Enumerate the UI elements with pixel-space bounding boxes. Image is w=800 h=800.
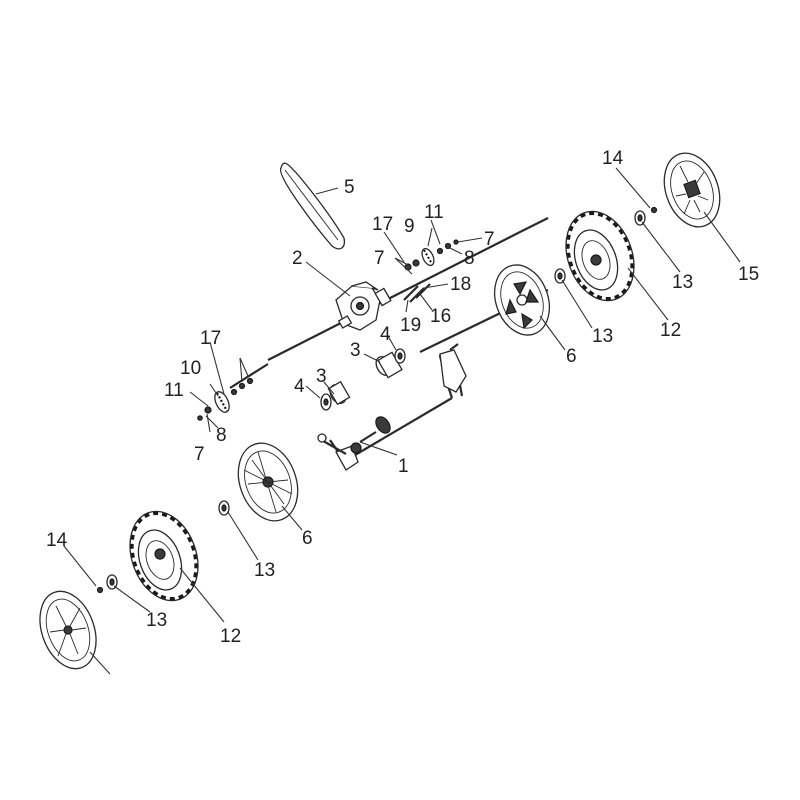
tyre-right bbox=[565, 210, 635, 302]
hub-plate-left bbox=[237, 442, 299, 522]
leader-lines bbox=[63, 167, 741, 675]
callout-5: 5 bbox=[344, 177, 355, 198]
gear-set-right bbox=[404, 239, 459, 271]
callout-2: 2 bbox=[292, 248, 303, 269]
callout-9: 9 bbox=[404, 216, 415, 237]
callout-labels: 1 2 3 3 4 4 5 6 6 7 7 7 8 8 9 10 11 11 1… bbox=[46, 148, 759, 647]
callout-7-upper: 7 bbox=[374, 248, 385, 269]
callout-14-right: 14 bbox=[602, 148, 624, 169]
callout-17-left: 17 bbox=[200, 328, 221, 349]
callout-7-right: 7 bbox=[484, 229, 495, 250]
callout-15: 15 bbox=[738, 264, 759, 285]
bearings bbox=[106, 210, 646, 590]
callout-7-left: 7 bbox=[194, 444, 205, 465]
callout-12-left: 12 bbox=[220, 626, 241, 647]
bushings bbox=[320, 348, 406, 411]
callout-11-right: 11 bbox=[424, 202, 444, 223]
callout-4-right: 4 bbox=[380, 324, 391, 345]
shaft-pins bbox=[403, 283, 431, 303]
callout-3-right: 3 bbox=[350, 340, 361, 361]
callout-18: 18 bbox=[450, 274, 471, 295]
callout-6-right: 6 bbox=[566, 346, 577, 367]
callout-3-left: 3 bbox=[316, 366, 327, 387]
callout-19: 19 bbox=[400, 315, 421, 336]
circlips bbox=[96, 206, 658, 594]
callout-11-left: 11 bbox=[164, 380, 184, 401]
callout-16: 16 bbox=[430, 306, 451, 327]
gearbox bbox=[335, 281, 392, 331]
callout-8-right: 8 bbox=[464, 248, 475, 269]
tyre-left bbox=[129, 510, 199, 602]
gear-set-left bbox=[197, 377, 254, 421]
callout-13-right-outer: 13 bbox=[672, 272, 693, 293]
callout-13-right-inner: 13 bbox=[592, 326, 613, 347]
rear-axle bbox=[317, 343, 467, 471]
callout-12-right: 12 bbox=[660, 320, 681, 341]
drive-belt bbox=[280, 162, 346, 250]
hub-cap-right bbox=[663, 152, 721, 228]
callout-6-left: 6 bbox=[302, 528, 313, 549]
callout-10: 10 bbox=[180, 358, 201, 379]
callout-8-left: 8 bbox=[216, 425, 227, 446]
callout-13-left-inner: 13 bbox=[254, 560, 275, 581]
callout-13-left-outer: 13 bbox=[146, 610, 167, 631]
callout-1: 1 bbox=[398, 456, 409, 477]
callout-14-left: 14 bbox=[46, 530, 68, 551]
hub-cap-left bbox=[39, 590, 97, 670]
callout-4-left: 4 bbox=[294, 376, 305, 397]
callout-17-right: 17 bbox=[372, 214, 393, 235]
hub-plate-right bbox=[493, 264, 551, 336]
